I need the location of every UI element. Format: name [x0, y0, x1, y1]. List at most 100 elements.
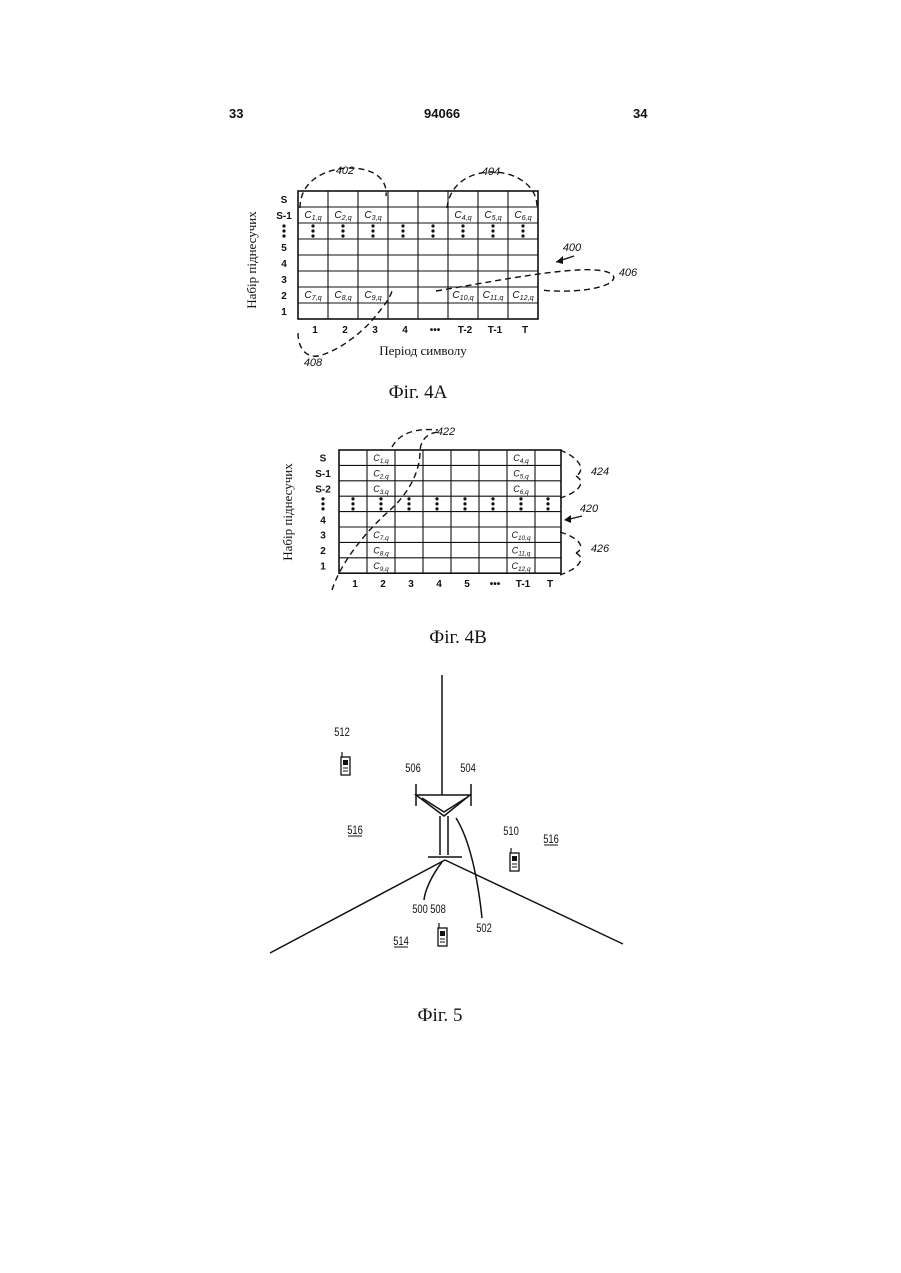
- fig4a-row-label: S-1: [276, 211, 292, 222]
- fig4a-col-label: 3: [372, 325, 378, 336]
- fig5-mobile-508-icon: [438, 923, 447, 946]
- fig4b-cell-ellipsis: [546, 497, 549, 510]
- fig5-ref-516-right: 516: [543, 833, 559, 846]
- fig4b-cell-col2-top: C3,q: [373, 484, 389, 496]
- fig4a-cell-ellipsis: [461, 224, 464, 237]
- fig4a-cell-s1: C3,q: [364, 210, 381, 222]
- fig4a-col-label: 2: [342, 325, 348, 336]
- fig4a-cell-ellipsis: [371, 224, 374, 237]
- fig4b-ref-422: 422: [437, 426, 455, 438]
- fig4a-cell-s1: C4,q: [454, 210, 471, 222]
- fig4a-col-label: T: [522, 325, 528, 336]
- fig4a-row-label: S: [281, 195, 288, 206]
- fig4a-y-axis-label: Набір піднесучих: [244, 211, 259, 309]
- fig4a-cell-2: C9,q: [364, 290, 381, 302]
- fig5-ref-514: 514: [393, 935, 409, 948]
- fig4b-row-label: S-2: [315, 485, 331, 496]
- fig4b-leader-422-top: [392, 430, 438, 447]
- fig4a-cell-ellipsis: [521, 224, 524, 237]
- fig5-ref-502: 502: [476, 922, 492, 935]
- fig4a-arrowhead-400: [556, 256, 563, 264]
- fig5-ref-504: 504: [460, 762, 476, 775]
- fig5-ref-508: 508: [430, 903, 446, 916]
- fig4b-y-axis-label: Набір піднесучих: [280, 463, 295, 561]
- fig5-antenna-triangle: [416, 795, 470, 816]
- fig4b-col-label: 1: [352, 579, 358, 590]
- fig4b-row-label: S-1: [315, 469, 331, 480]
- fig4a-row-label-ellipsis: [282, 224, 285, 237]
- fig4a-x-axis-label: Період символу: [379, 343, 467, 358]
- fig4b-cell-col2-bottom: C9,q: [373, 561, 389, 573]
- fig4a-col-label: T-2: [458, 325, 473, 336]
- fig4a-ref-400: 400: [563, 242, 582, 254]
- fig4a-ref-408: 408: [304, 357, 323, 369]
- fig4b-col-label: T: [547, 579, 553, 590]
- fig5-ref-516-left: 516: [347, 824, 363, 837]
- fig5-ref-512: 512: [334, 726, 350, 739]
- fig4b-cell-col7-top: C6,q: [513, 484, 529, 496]
- fig5-mobile-512-icon: [341, 752, 350, 775]
- fig4a-ref-404: 404: [482, 166, 500, 178]
- fig4a-cell-2: C12,q: [512, 290, 533, 302]
- fig4a-col-label: T-1: [488, 325, 503, 336]
- fig4b-brace-424: [560, 450, 581, 498]
- fig4a-cell-ellipsis: [491, 224, 494, 237]
- fig4b-cell-col7-bottom: C10,q: [511, 530, 530, 542]
- fig4a-cell-2: C7,q: [304, 290, 321, 302]
- fig4a-col-label: 4: [402, 325, 408, 336]
- fig4b-cell-ellipsis: [435, 497, 438, 510]
- fig4a-cell-2: C8,q: [334, 290, 351, 302]
- fig4b-ref-424: 424: [591, 466, 609, 478]
- fig4a-caption: Фіг. 4А: [389, 382, 448, 404]
- fig4b-cell-ellipsis: [407, 497, 410, 510]
- fig5-caption: Фіг. 5: [418, 1005, 463, 1027]
- fig4a-row-label: 2: [281, 291, 287, 302]
- fig4a-cell-ellipsis: [401, 224, 404, 237]
- fig5-mobile-510-icon: [510, 848, 519, 871]
- fig4a-ref-406: 406: [619, 267, 638, 279]
- fig4a-cell-s1: C5,q: [484, 210, 501, 222]
- fig4b-col-label: 4: [436, 579, 442, 590]
- fig4b-col-label: 5: [464, 579, 470, 590]
- fig4b-arrowhead-420: [564, 515, 571, 523]
- fig4a-cell-ellipsis: [431, 224, 434, 237]
- fig4b-cell-ellipsis: [519, 497, 522, 510]
- fig4b-cell-col2-top: C1,q: [373, 453, 389, 465]
- fig5-ref-500: 500: [412, 903, 428, 916]
- fig4a-row-label: 4: [281, 259, 287, 270]
- fig4a-cell-2: C10,q: [452, 290, 473, 302]
- fig4b-cell-ellipsis: [351, 497, 354, 510]
- fig4b-cell-col7-top: C4,q: [513, 453, 529, 465]
- fig5-leader-500: [424, 862, 442, 900]
- fig4b-row-label: 4: [320, 515, 326, 526]
- fig5-ref-506: 506: [405, 762, 421, 775]
- fig4b-row-label: S: [320, 454, 327, 465]
- fig4a-cell-s1: C1,q: [304, 210, 321, 222]
- fig4a-col-label: 1: [312, 325, 318, 336]
- fig4a-cell-2: C11,q: [483, 290, 504, 302]
- fig4b-row-label: 2: [320, 546, 326, 557]
- fig4a-row-label: 3: [281, 275, 287, 286]
- fig4b-row-label: 3: [320, 531, 326, 542]
- fig4b-cell-col7-bottom: C12,q: [511, 561, 530, 573]
- fig4a-cell-s1: C6,q: [514, 210, 531, 222]
- fig4a-cell-ellipsis: [341, 224, 344, 237]
- fig4b-ref-426: 426: [591, 543, 610, 555]
- fig5-ref-510: 510: [503, 825, 519, 838]
- fig4b-cell-col7-bottom: C11,q: [512, 545, 531, 557]
- fig4b-cell-ellipsis: [463, 497, 466, 510]
- fig4a-leader-406: [436, 270, 614, 291]
- fig4b-ref-420: 420: [580, 503, 599, 515]
- fig4b-cell-col2-top: C2,q: [373, 468, 389, 480]
- fig4b-brace-426: [560, 532, 581, 575]
- fig5-sector-boundary-right: [445, 860, 623, 944]
- fig4b-col-label: 2: [380, 579, 386, 590]
- fig4a-ref-402: 402: [336, 165, 354, 177]
- fig4a-cell-ellipsis: [311, 224, 314, 237]
- fig4b-cell-ellipsis: [491, 497, 494, 510]
- fig4b-col-label: 3: [408, 579, 414, 590]
- fig4b-col-label: •••: [490, 579, 501, 590]
- fig4a-cell-s1: C2,q: [334, 210, 351, 222]
- fig4a-row-label: 1: [281, 307, 287, 318]
- fig4a-row-label: 5: [281, 243, 287, 254]
